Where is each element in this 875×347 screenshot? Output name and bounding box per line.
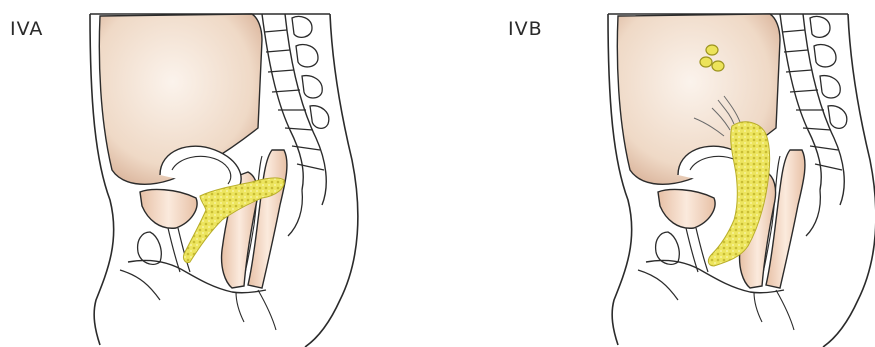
panel-ivb-diagram <box>608 14 875 347</box>
panel-iva-diagram <box>90 14 358 347</box>
